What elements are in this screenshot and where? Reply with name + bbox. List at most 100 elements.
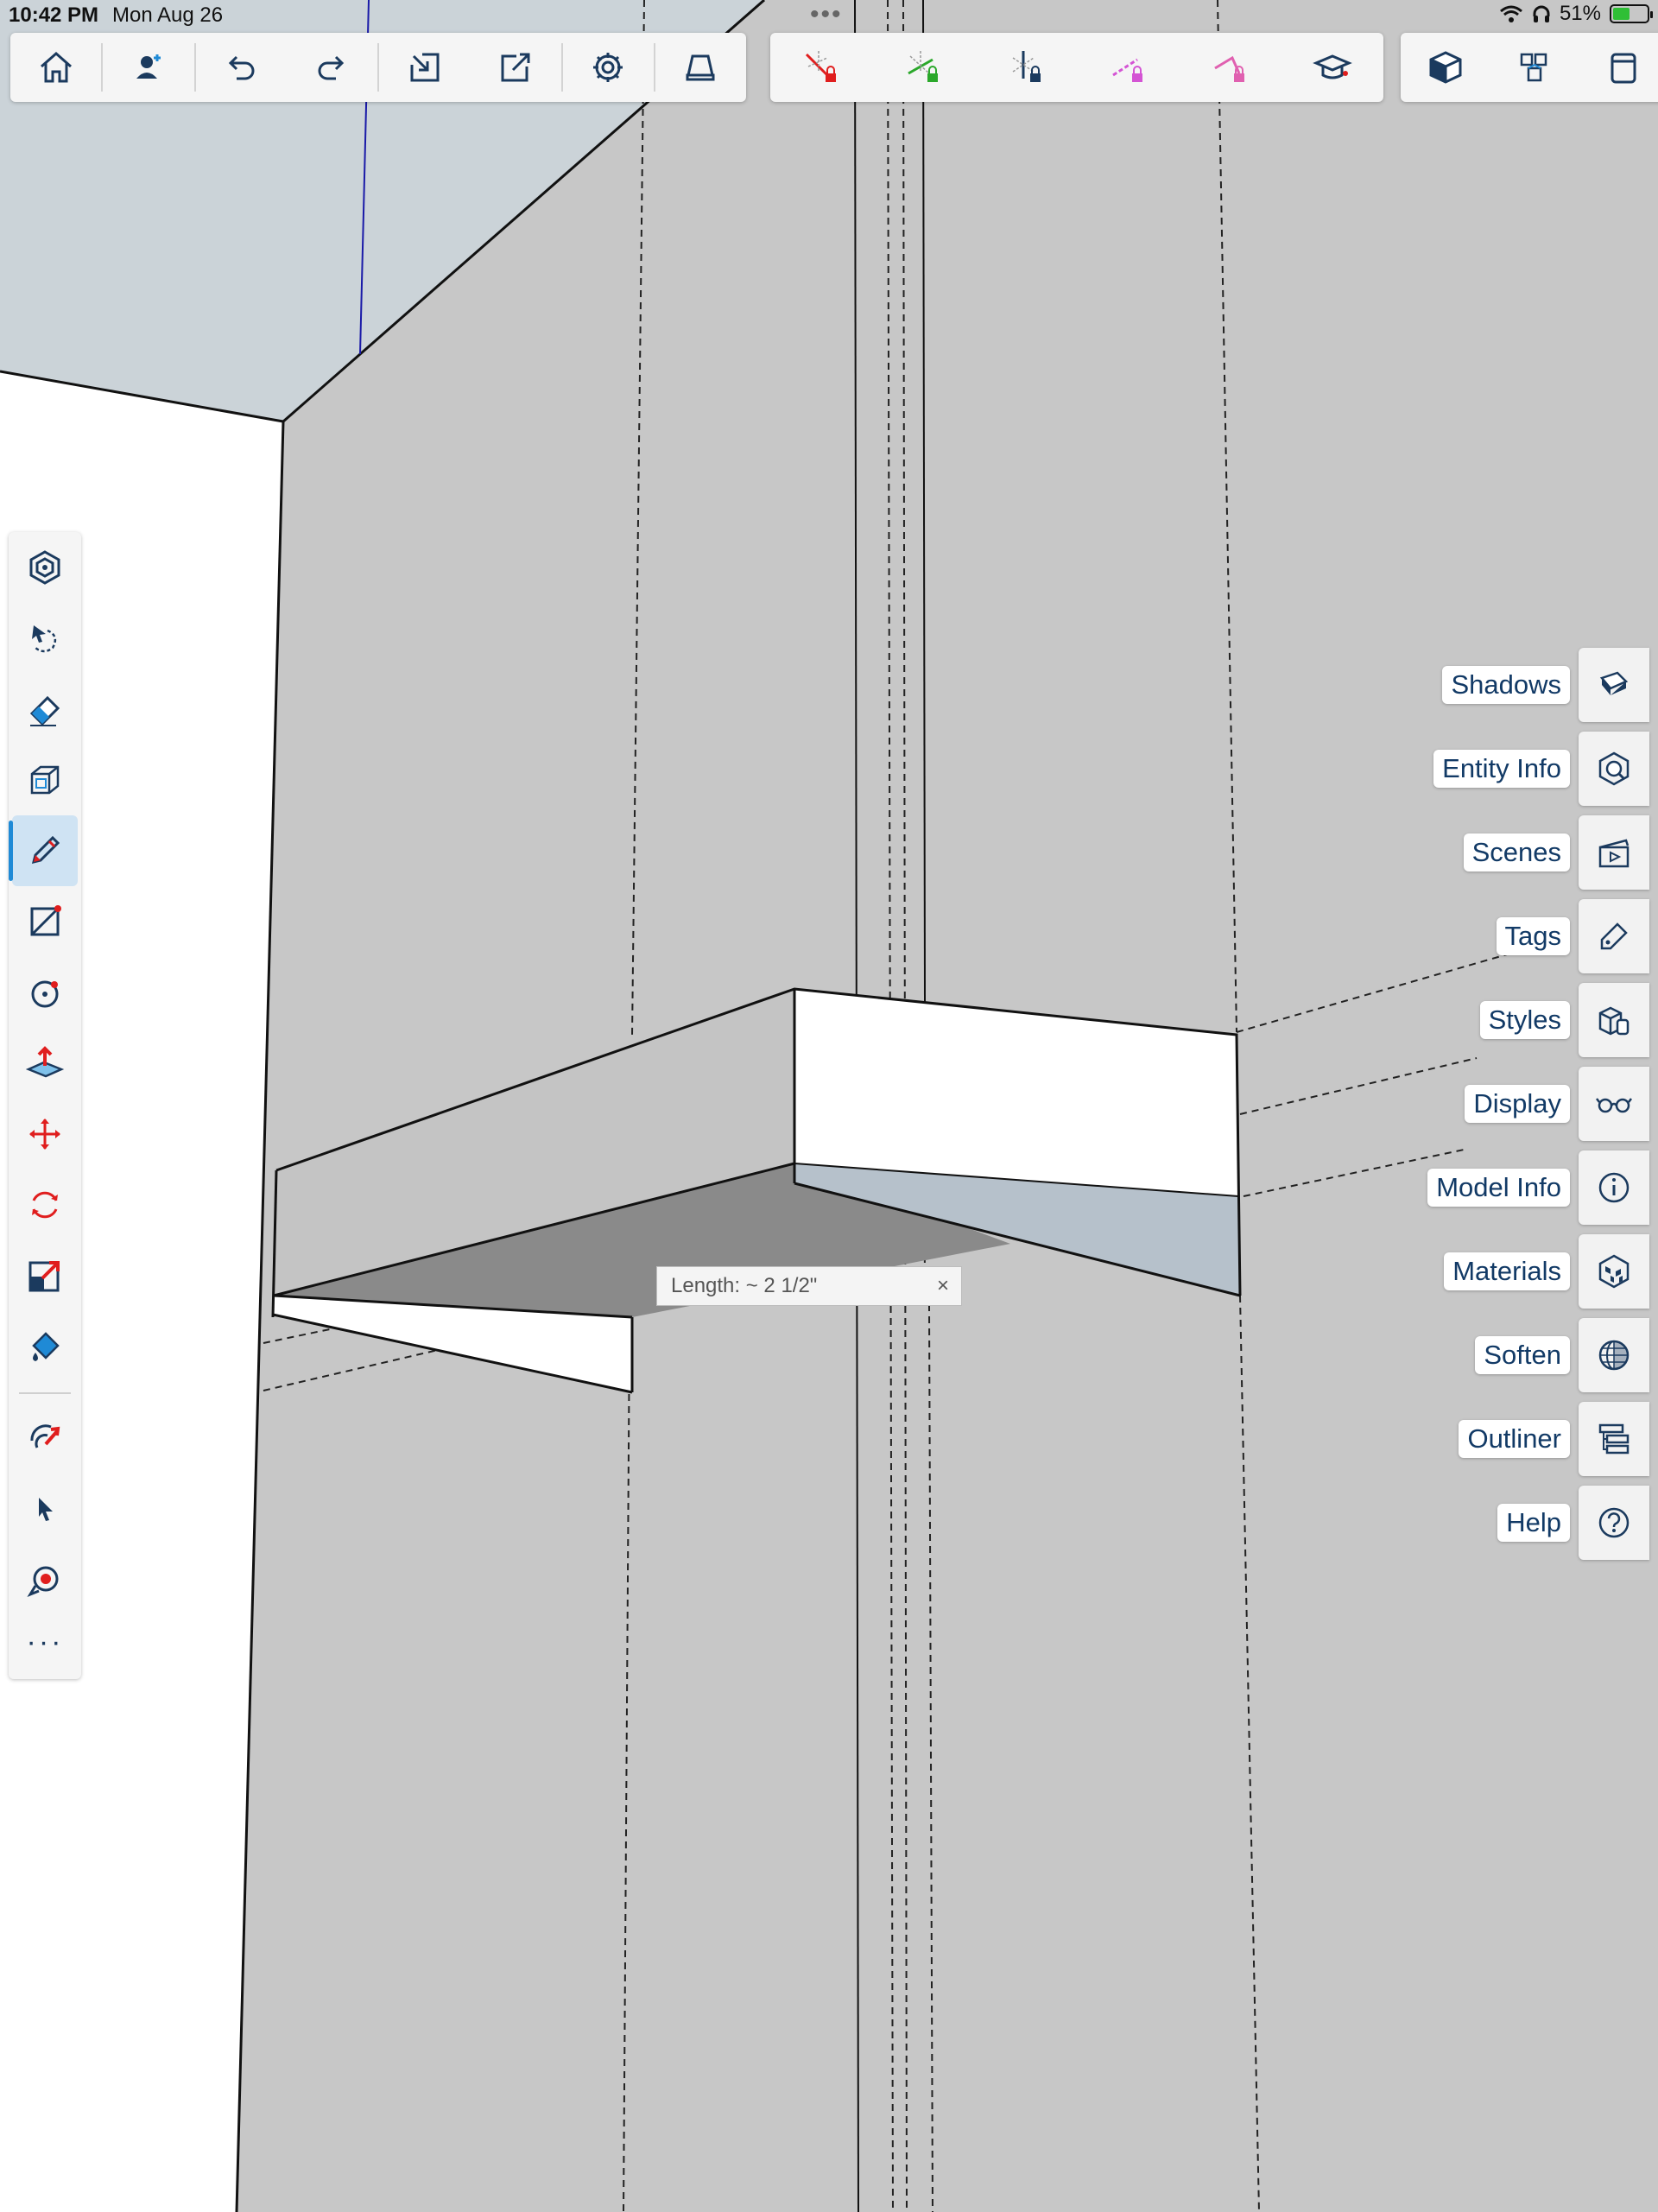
lock-blue-axis-icon bbox=[1012, 51, 1041, 82]
export-button[interactable] bbox=[470, 33, 560, 102]
line-dimension-tool[interactable] bbox=[9, 886, 81, 957]
measurement-text: Length: ~ 2 1/2" bbox=[671, 1274, 818, 1297]
undo-button[interactable] bbox=[196, 33, 287, 102]
import-button[interactable] bbox=[379, 33, 470, 102]
panel-label[interactable]: Outliner bbox=[1459, 1420, 1570, 1458]
redo-icon bbox=[318, 55, 345, 80]
add-user-button[interactable] bbox=[103, 33, 193, 102]
rotate-icon bbox=[32, 1191, 58, 1219]
shadows-icon bbox=[1599, 671, 1629, 695]
tags-icon bbox=[1600, 922, 1628, 950]
follow-me-tool[interactable] bbox=[9, 1403, 81, 1474]
undo-icon bbox=[229, 55, 255, 80]
push-pull-tool[interactable] bbox=[9, 1028, 81, 1099]
paint-bucket-icon bbox=[32, 1332, 60, 1361]
panel-label[interactable]: Shadows bbox=[1442, 666, 1570, 704]
status-bar: 10:42 PM Mon Aug 26 ••• 51% bbox=[0, 0, 1658, 31]
box-left-face bbox=[274, 989, 794, 1296]
panel-label[interactable]: Entity Info bbox=[1433, 750, 1570, 788]
push-pull-icon bbox=[25, 1046, 65, 1078]
lock-green-axis-button[interactable] bbox=[877, 33, 969, 102]
view-iso-button[interactable] bbox=[1401, 33, 1490, 102]
view-iso-icon bbox=[1429, 51, 1462, 84]
components-button[interactable] bbox=[1490, 33, 1579, 102]
select-tool[interactable] bbox=[9, 1474, 81, 1544]
panel-label[interactable]: Display bbox=[1465, 1085, 1570, 1123]
lock-pink-button[interactable] bbox=[1184, 33, 1275, 102]
headphones-icon bbox=[1533, 5, 1550, 22]
circle-tool[interactable] bbox=[9, 957, 81, 1028]
panel-styles[interactable]: Styles bbox=[1479, 983, 1649, 1057]
materials-icon bbox=[1598, 1254, 1630, 1289]
panel-shadows[interactable]: Shadows bbox=[1442, 648, 1649, 722]
panel-outliner[interactable]: Outliner bbox=[1459, 1402, 1649, 1476]
panel-label[interactable]: Help bbox=[1497, 1504, 1570, 1542]
styles-icon bbox=[1598, 1006, 1630, 1036]
measurement-box[interactable]: Length: ~ 2 1/2" × bbox=[656, 1266, 962, 1306]
pencil-tool[interactable] bbox=[9, 815, 78, 886]
tape-measure-tool[interactable] bbox=[9, 1544, 81, 1615]
lock-blue-axis-button[interactable] bbox=[980, 33, 1072, 102]
move-tool[interactable] bbox=[9, 1099, 81, 1169]
tray-button[interactable] bbox=[655, 33, 746, 102]
close-icon[interactable]: × bbox=[936, 1274, 949, 1297]
tray-icon bbox=[686, 54, 715, 81]
tutorial-button[interactable] bbox=[1287, 33, 1378, 102]
multitasking-dots[interactable]: ••• bbox=[810, 0, 843, 29]
more-icon: ··· bbox=[26, 1625, 64, 1658]
model-info-icon bbox=[1598, 1172, 1630, 1203]
warehouse-button[interactable] bbox=[1579, 33, 1658, 102]
panel-help[interactable]: Help bbox=[1497, 1486, 1649, 1560]
ceiling-plane bbox=[0, 0, 764, 421]
panel-display[interactable]: Display bbox=[1465, 1067, 1649, 1141]
components-icon bbox=[1520, 53, 1547, 82]
scale-tool[interactable] bbox=[9, 1240, 81, 1311]
pencil-icon bbox=[31, 835, 60, 865]
move-icon bbox=[29, 1119, 60, 1150]
status-time: 10:42 PM bbox=[9, 3, 99, 27]
lock-red-axis-button[interactable] bbox=[775, 33, 867, 102]
entity-info-icon bbox=[1598, 751, 1630, 786]
panel-label[interactable]: Soften bbox=[1475, 1336, 1570, 1374]
settings-button[interactable] bbox=[563, 33, 654, 102]
panel-entity-info[interactable]: Entity Info bbox=[1433, 732, 1649, 806]
model-tool[interactable] bbox=[9, 532, 81, 603]
lock-magenta-button[interactable] bbox=[1082, 33, 1174, 102]
panel-scenes[interactable]: Scenes bbox=[1463, 815, 1649, 890]
paint-bucket-tool[interactable] bbox=[9, 1311, 81, 1382]
panel-model-info[interactable]: Model Info bbox=[1427, 1150, 1649, 1225]
panel-label[interactable]: Scenes bbox=[1463, 833, 1570, 871]
export-icon bbox=[501, 53, 530, 82]
panel-label[interactable]: Tags bbox=[1496, 917, 1570, 955]
more-tools-button[interactable]: ··· bbox=[9, 1607, 81, 1677]
panel-label[interactable]: Styles bbox=[1479, 1001, 1570, 1039]
lock-green-axis-icon bbox=[908, 51, 939, 82]
lock-pink-icon bbox=[1214, 55, 1245, 82]
import-icon bbox=[410, 53, 440, 82]
add-user-icon bbox=[136, 54, 161, 79]
tutorial-cap-icon bbox=[1312, 54, 1352, 79]
panel-label[interactable]: Model Info bbox=[1427, 1169, 1570, 1207]
home-button[interactable] bbox=[10, 33, 101, 102]
eraser-tool[interactable] bbox=[9, 674, 81, 745]
panel-materials[interactable]: Materials bbox=[1444, 1234, 1649, 1309]
orbit-select-icon bbox=[32, 625, 57, 653]
rotate-tool[interactable] bbox=[9, 1169, 81, 1240]
left-toolbar: ··· bbox=[9, 532, 81, 1679]
scenes-icon bbox=[1598, 839, 1630, 868]
top-toolbar-inference bbox=[770, 33, 1383, 102]
component-box-tool[interactable] bbox=[9, 745, 81, 815]
tape-measure-icon bbox=[27, 1566, 59, 1598]
orbit-select-tool[interactable] bbox=[9, 603, 81, 674]
panel-soften[interactable]: Soften bbox=[1475, 1318, 1649, 1392]
panel-tags[interactable]: Tags bbox=[1496, 899, 1649, 973]
select-arrow-icon bbox=[39, 1498, 53, 1521]
panel-label[interactable]: Materials bbox=[1444, 1252, 1570, 1290]
component-box-icon bbox=[30, 765, 60, 795]
box-bottom-shaded bbox=[794, 1163, 1240, 1296]
redo-button[interactable] bbox=[287, 33, 377, 102]
display-icon bbox=[1596, 1098, 1632, 1113]
model-icon bbox=[29, 550, 60, 585]
lock-magenta-icon bbox=[1112, 58, 1143, 82]
